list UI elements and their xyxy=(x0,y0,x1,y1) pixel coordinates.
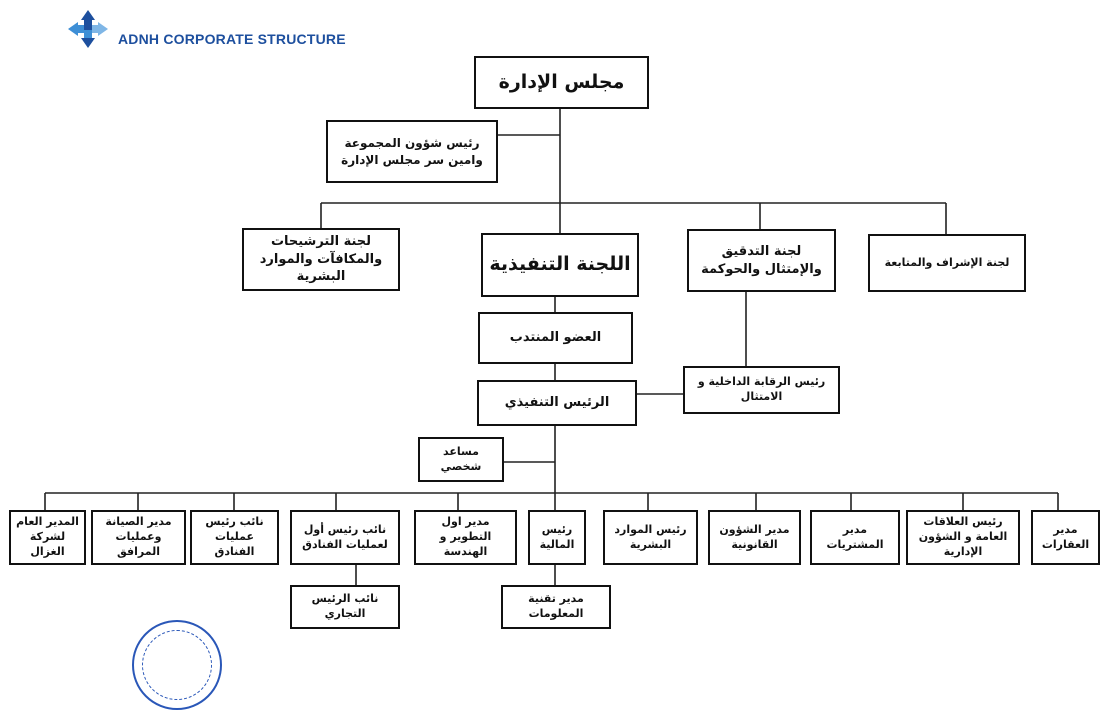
box-personal-assistant: مساعد شخصي xyxy=(418,437,504,482)
box-internal-control: رئيس الرقابة الداخلية و الامتثال xyxy=(683,366,840,414)
box-unit-chro: رئيس الموارد البشرية xyxy=(603,510,698,565)
box-unit-properties: مدير العقارات xyxy=(1031,510,1100,565)
box-committee-nominations: لجنة الترشيحات والمكافآت والموارد البشري… xyxy=(242,228,400,291)
box-unit-svp-hotel-ops: نائب رئيس أول لعمليات الفنادق xyxy=(290,510,400,565)
box-group-affairs: رئيس شؤون المجموعة وامين سر مجلس الإدارة xyxy=(326,120,498,183)
box-unit-vp-hotel-ops: نائب رئيس عمليات الفنادق xyxy=(190,510,279,565)
box-unit-procurement: مدير المشتريات xyxy=(810,510,900,565)
box-vp-commercial: نائب الرئيس التجاري xyxy=(290,585,400,629)
org-chart-connectors xyxy=(44,108,1059,585)
box-it-manager: مدير تقنية المعلومات xyxy=(501,585,611,629)
box-managing-director: العضو المنتدب xyxy=(478,312,633,364)
box-board: مجلس الإدارة xyxy=(474,56,649,109)
box-ceo: الرئيس التنفيذي xyxy=(477,380,637,426)
box-committee-supervision: لجنة الإشراف والمتابعة xyxy=(868,234,1026,292)
box-unit-pr-admin: رئيس العلاقات العامة و الشؤون الإدارية xyxy=(906,510,1020,565)
adnh-logo-icon xyxy=(68,10,108,48)
header-title: ADNH CORPORATE STRUCTURE xyxy=(118,31,346,47)
box-unit-senior-dev-eng: مدير اول التطوير و الهندسة xyxy=(414,510,517,565)
box-unit-cfo: رئيس المالية xyxy=(528,510,586,565)
box-unit-maintenance: مدير الصيانة وعمليات المرافق xyxy=(91,510,186,565)
box-unit-ghazal-gm: المدير العام لشركة الغزال xyxy=(9,510,86,565)
box-unit-legal: مدير الشؤون القانونية xyxy=(708,510,801,565)
box-committee-executive: اللجنة التنفيذية xyxy=(481,233,639,297)
stamp-seal-icon xyxy=(132,620,222,710)
box-committee-audit: لجنة التدقيق والإمتثال والحوكمة xyxy=(687,229,836,292)
